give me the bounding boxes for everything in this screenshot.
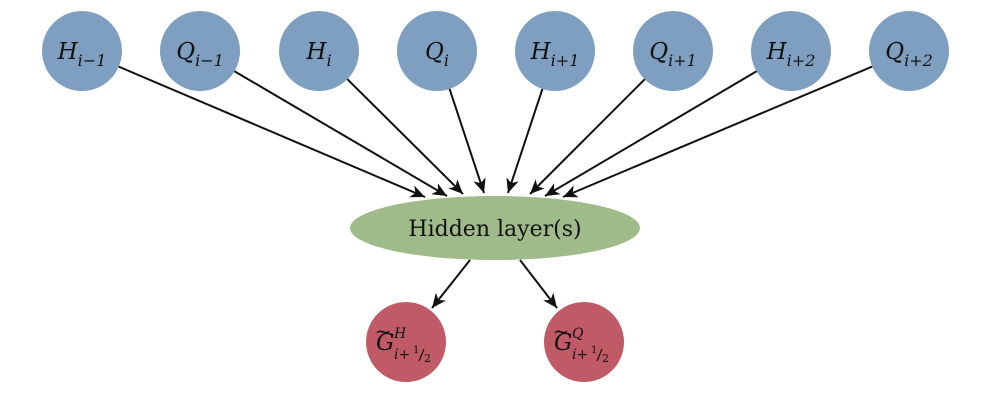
edge-hidden-to-G_Q <box>519 259 558 309</box>
output-node-symbol: G <box>554 330 572 356</box>
edges-group <box>116 64 875 309</box>
node-symbol: Q <box>649 39 668 65</box>
input-node-circle <box>42 11 122 91</box>
output-node-subscript: i+ <box>394 347 410 363</box>
input-node-label: Qi+1 <box>649 39 697 70</box>
input-node-H_ip2: Hi+2 <box>751 11 831 91</box>
input-node-Q_ip1: Qi+1 <box>633 11 713 91</box>
output-node-circle <box>544 302 624 382</box>
node-subscript: i+2 <box>904 51 933 70</box>
node-subscript: i <box>326 51 331 70</box>
input-node-circle <box>869 11 949 91</box>
input-node-H_ip1: Hi+1 <box>515 11 595 91</box>
node-subscript: i <box>444 51 449 70</box>
node-symbol: Q <box>176 39 195 65</box>
edge-H_i-to-hidden <box>345 77 464 195</box>
input-node-Q_ip2: Qi+2 <box>869 11 949 91</box>
edge-H_ip1-to-hidden <box>506 86 545 194</box>
fraction-numerator: 1 <box>413 345 419 356</box>
node-symbol: Q <box>885 39 904 65</box>
hidden-layer-node: Hidden layer(s) <box>350 196 640 260</box>
tilde-accent: ~ <box>375 319 392 343</box>
output-node-superscript: H <box>393 326 407 342</box>
node-subscript: i+1 <box>551 51 580 70</box>
input-node-Q_im1: Qi−1 <box>160 11 240 91</box>
input-node-circle <box>279 11 359 91</box>
edge-Q_im1-to-hidden <box>232 69 448 197</box>
fraction-slash <box>418 348 425 362</box>
input-node-label: Hi <box>305 39 331 70</box>
tilde-accent: ~ <box>553 319 570 343</box>
input-node-Q_i: Qi <box>397 11 477 91</box>
fraction-slash <box>596 348 603 362</box>
node-symbol: H <box>766 39 788 65</box>
node-symbol: H <box>530 39 552 65</box>
input-node-circle <box>397 11 477 91</box>
edge-hidden-to-G_H <box>431 259 471 309</box>
output-node-superscript: Q <box>572 326 584 342</box>
edge-Q_ip1-to-hidden <box>529 77 647 195</box>
output-node-symbol: G <box>376 330 394 356</box>
edge-Q_ip2-to-hidden <box>562 64 875 198</box>
input-node-label: Qi <box>425 39 449 70</box>
input-node-label: Qi−1 <box>176 39 224 70</box>
fraction-denominator: 2 <box>602 352 609 365</box>
input-node-H_im1: Hi−1 <box>42 11 122 91</box>
edge-H_im1-to-hidden <box>116 64 426 198</box>
node-subscript: i−1 <box>78 51 107 70</box>
input-node-label: Hi+2 <box>766 39 816 70</box>
input-node-label: Qi+2 <box>885 39 933 70</box>
input-node-H_i: Hi <box>279 11 359 91</box>
edge-H_ip2-to-hidden <box>544 69 759 197</box>
input-node-circle <box>633 11 713 91</box>
node-symbol: H <box>57 39 79 65</box>
fraction-numerator: 1 <box>591 345 597 356</box>
input-node-circle <box>515 11 595 91</box>
input-node-circle <box>751 11 831 91</box>
input-node-circle <box>160 11 240 91</box>
output-node-subscript: i+ <box>572 347 588 363</box>
node-symbol: H <box>305 39 327 65</box>
fraction-denominator: 2 <box>424 352 431 365</box>
hidden-layer-ellipse <box>350 196 640 260</box>
input-node-label: Hi+1 <box>530 39 580 70</box>
output-node-circle <box>366 302 446 382</box>
input-node-label: Hi−1 <box>57 39 107 70</box>
edge-Q_i-to-hidden <box>447 86 486 194</box>
node-symbol: Q <box>425 39 444 65</box>
hidden-layer-label: Hidden layer(s) <box>408 217 581 242</box>
node-subscript: i+1 <box>668 51 697 70</box>
node-subscript: i+2 <box>787 51 816 70</box>
node-subscript: i−1 <box>195 51 224 70</box>
